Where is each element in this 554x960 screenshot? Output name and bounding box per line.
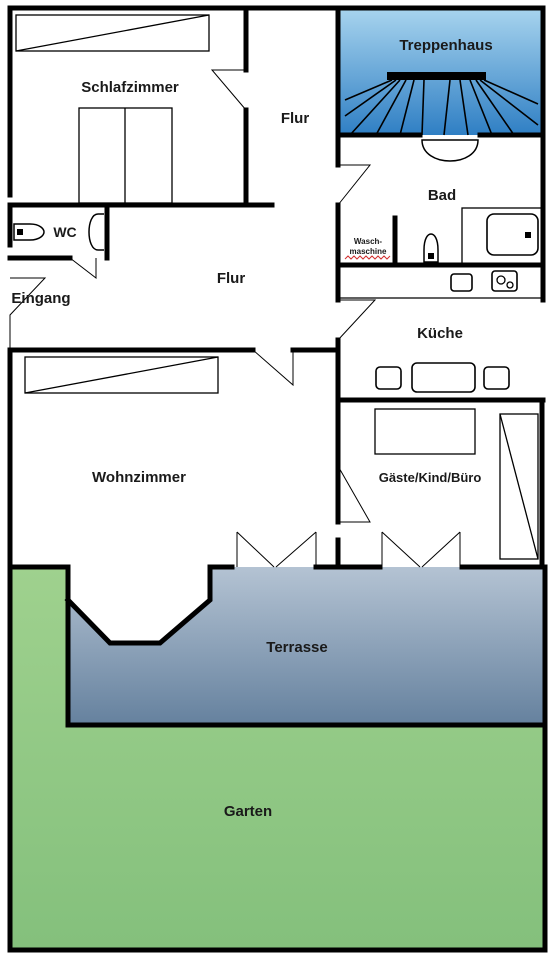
toilet-icon bbox=[13, 223, 45, 241]
guest-room-door bbox=[337, 465, 371, 523]
label-wohnzimmer: Wohnzimmer bbox=[92, 469, 186, 486]
label-treppenhaus: Treppenhaus bbox=[399, 37, 492, 54]
label-flur-main: Flur bbox=[217, 270, 245, 287]
washing-machine-icon bbox=[344, 255, 391, 260]
label-kueche: Küche bbox=[417, 325, 463, 342]
bathroom-door bbox=[337, 164, 372, 206]
label-wc: WC bbox=[53, 224, 76, 240]
label-eingang: Eingang bbox=[11, 290, 70, 307]
wardrobe-icon bbox=[15, 14, 210, 52]
wc-sink-icon bbox=[88, 213, 104, 251]
exterior-walls bbox=[7, 5, 546, 570]
stairwell-area bbox=[340, 8, 543, 135]
label-waschmaschine-1: Wasch- bbox=[354, 237, 382, 246]
entrance-door bbox=[9, 277, 47, 350]
terrace-area bbox=[68, 567, 545, 725]
living-room-door bbox=[252, 349, 294, 387]
bedroom-door bbox=[210, 69, 247, 111]
interior-walls bbox=[7, 5, 546, 570]
label-garten: Garten bbox=[224, 803, 272, 820]
label-waschmaschine-2: maschine bbox=[350, 247, 387, 256]
bed-icon bbox=[78, 107, 173, 204]
guest-wardrobe-icon bbox=[499, 413, 539, 560]
stairs-icon bbox=[344, 72, 539, 136]
kitchen-door bbox=[337, 299, 377, 341]
dining-table-icon bbox=[375, 362, 510, 393]
desk-icon bbox=[374, 408, 476, 455]
bath-toilet-icon bbox=[423, 233, 439, 263]
garden-area bbox=[10, 567, 545, 950]
terrace-door-left-icon bbox=[236, 531, 317, 568]
kitchen-counter-icon bbox=[338, 270, 543, 299]
shower-icon bbox=[461, 207, 544, 266]
bath-sink-icon bbox=[421, 139, 479, 162]
wc-door bbox=[69, 257, 97, 280]
label-terrasse: Terrasse bbox=[266, 639, 327, 656]
label-schlafzimmer: Schlafzimmer bbox=[81, 79, 179, 96]
terrace-door-right-icon bbox=[381, 531, 461, 568]
label-bad: Bad bbox=[428, 187, 456, 204]
label-gaeste-kind-buero: Gäste/Kind/Büro bbox=[379, 470, 482, 485]
living-cabinet-icon bbox=[24, 356, 219, 394]
label-flur-top: Flur bbox=[281, 110, 309, 127]
